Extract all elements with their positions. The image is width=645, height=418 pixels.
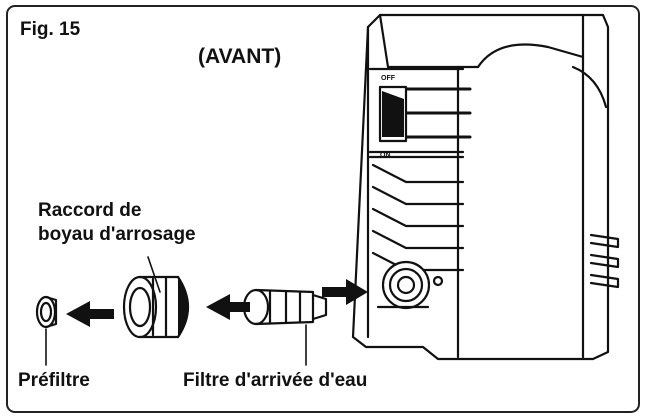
inlet-filter-drawing — [242, 288, 328, 366]
callout-hose-coupling: Raccord de boyau d'arrosage — [38, 199, 196, 247]
arrow-to-filter — [206, 294, 250, 320]
callout-prefilter: Préfiltre — [18, 370, 90, 391]
prefilter-drawing — [35, 295, 58, 366]
callout-hose-coupling-line1: Raccord de — [38, 200, 142, 221]
switch-on-label: ON — [380, 152, 391, 159]
pressure-washer-drawing — [35, 13, 620, 366]
figure-frame: Fig. 15 (AVANT) — [6, 5, 640, 413]
view-label: (AVANT) — [198, 45, 282, 68]
machine-body — [351, 13, 610, 361]
hose-coupling-drawing — [122, 256, 189, 339]
callout-inlet-filter: Filtre d'arrivée d'eau — [183, 370, 368, 391]
callout-hose-coupling-line2: boyau d'arrosage — [38, 224, 196, 245]
arrow-to-prefilter — [66, 301, 114, 327]
arrow-to-inlet — [322, 279, 368, 305]
figure-number: Fig. 15 — [20, 19, 81, 40]
switch-off-label: OFF — [381, 75, 395, 82]
